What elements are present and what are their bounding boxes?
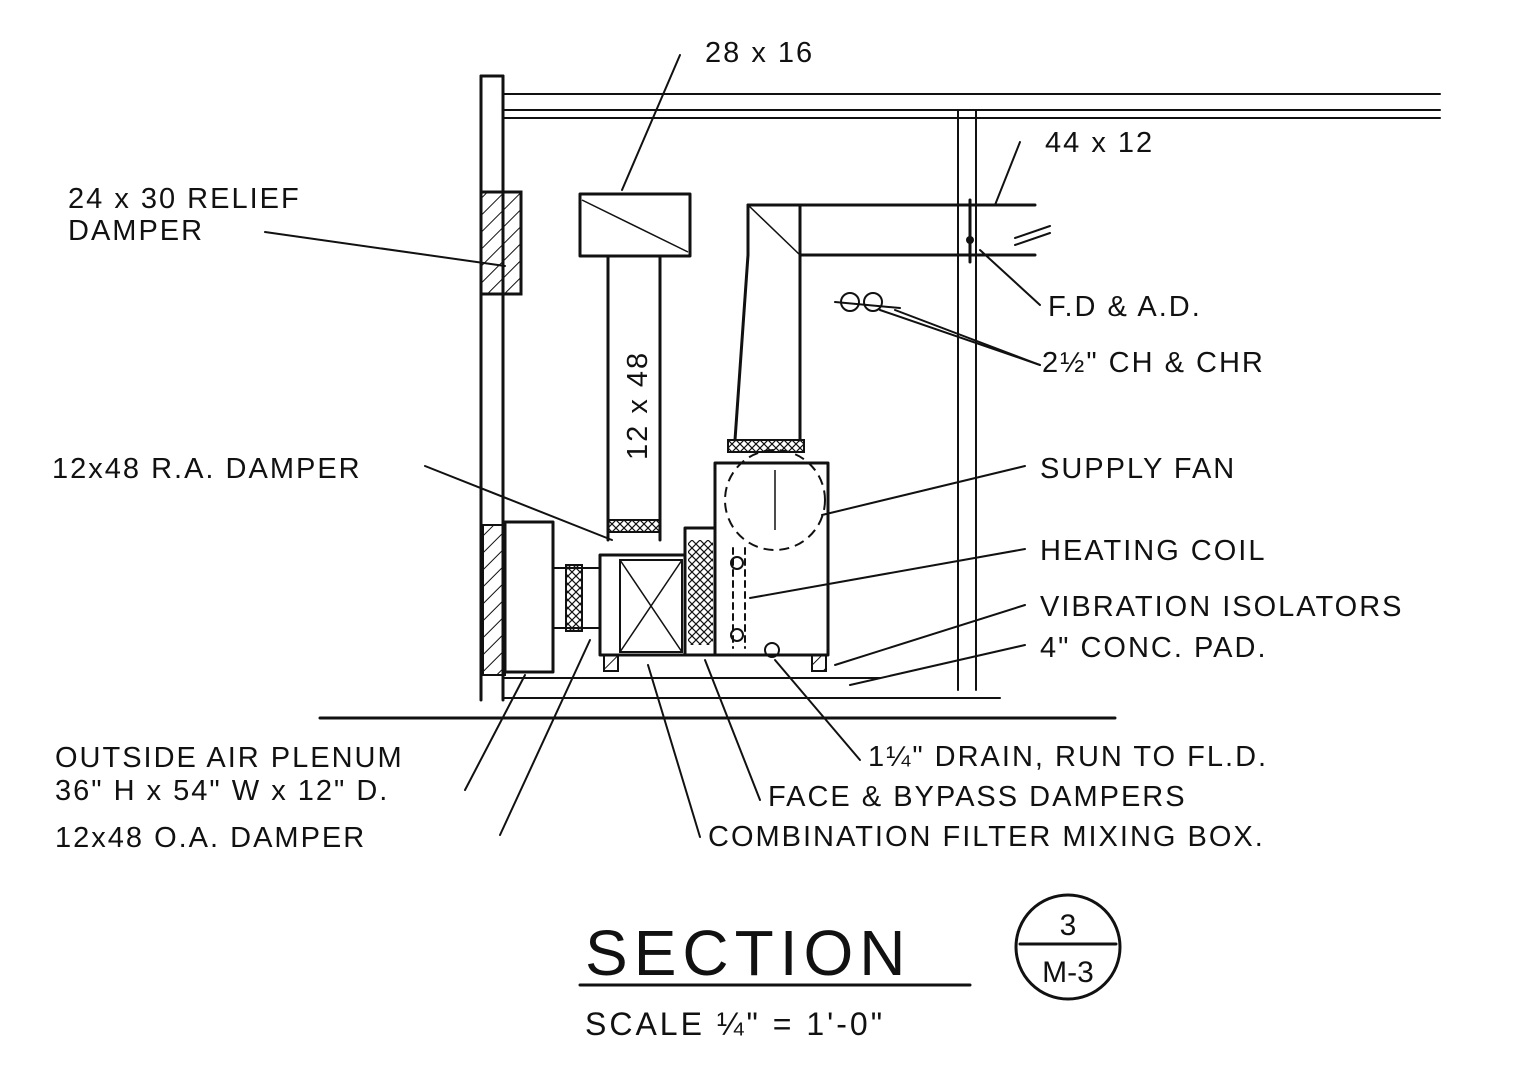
label-return-duct: 12 x 48 [622,351,654,460]
section-ref-number: 3 [1060,909,1077,942]
label-oa-plenum-2: 36" H x 54" W x 12" D. [55,775,389,807]
leader-lines [264,54,1041,838]
building-structure [318,74,1441,720]
label-relief-damper-2: DAMPER [68,215,204,247]
label-drain: 1¼" DRAIN, RUN TO FL.D. [868,741,1268,773]
label-conc-pad: 4" CONC. PAD. [1040,632,1268,664]
label-oa-plenum-1: OUTSIDE AIR PLENUM [55,742,404,774]
label-supply-fan: SUPPLY FAN [1040,453,1236,485]
outside-air-plenum [482,520,601,676]
label-face-bypass: FACE & BYPASS DAMPERS [768,781,1187,813]
section-title: SECTION [585,917,911,989]
label-fd-ad: F.D & A.D. [1048,291,1202,323]
label-duct-44x12: 44 x 12 [1045,127,1154,159]
label-relief-damper-1: 24 x 30 RELIEF [68,183,301,215]
label-mixing-box: COMBINATION FILTER MIXING BOX. [708,821,1265,853]
section-ref-sheet: M-3 [1042,956,1094,989]
chilled-water-pipes [834,292,901,312]
label-duct-28x16: 28 x 16 [705,37,814,69]
title-block: SECTION SCALE ¼" = 1'-0" 3 M-3 [578,893,1122,1042]
air-handling-unit [598,449,830,672]
section-scale: SCALE ¼" = 1'-0" [585,1006,885,1042]
label-ra-damper: 12x48 R.A. DAMPER [52,453,362,485]
label-heating-coil: HEATING COIL [1040,535,1267,567]
label-chilled-water: 2½" CH & CHR [1042,347,1265,379]
relief-damper [479,190,523,296]
label-vibration-isolators: VIBRATION ISOLATORS [1040,591,1404,623]
label-oa-damper: 12x48 O.A. DAMPER [55,822,366,854]
return-duct [578,192,692,542]
supply-duct [727,198,1051,453]
